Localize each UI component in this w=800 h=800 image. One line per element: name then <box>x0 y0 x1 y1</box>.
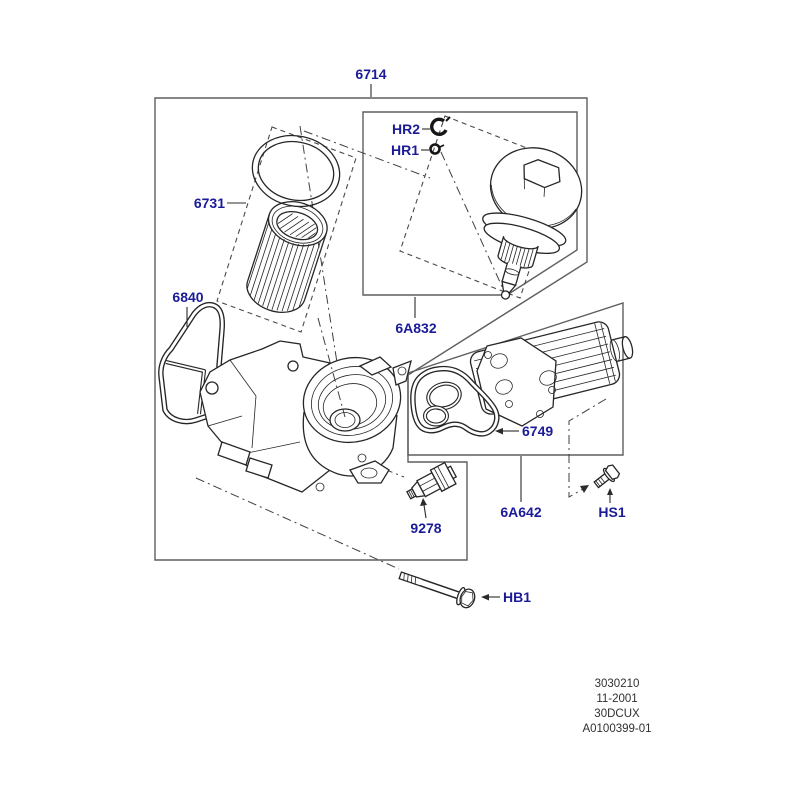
leader-hb1 <box>481 594 500 601</box>
leader-hs1 <box>607 488 613 503</box>
label-6a642: 6A642 <box>500 504 541 520</box>
oil-cooler <box>469 321 634 427</box>
housing-gasket <box>158 301 232 425</box>
cap-knurl <box>500 240 534 269</box>
footer-line-1: 3030210 <box>595 678 640 690</box>
label-6749: 6749 <box>522 423 553 439</box>
filter-dashed-outline <box>216 126 357 333</box>
oil-pressure-sensor <box>406 461 458 500</box>
label-hr1: HR1 <box>391 142 419 158</box>
cooler-spigot <box>609 336 634 363</box>
label-6731: 6731 <box>194 195 225 211</box>
label-6840: 6840 <box>172 289 203 305</box>
filter-axis-into-bore <box>317 317 346 418</box>
leader-6749 <box>495 428 519 435</box>
label-6714: 6714 <box>355 66 386 82</box>
label-hb1: HB1 <box>503 589 531 605</box>
label-9278: 9278 <box>410 520 441 536</box>
filter-to-cap-centerline <box>303 130 431 179</box>
footer-line-3: 30DCUX <box>594 708 640 720</box>
centerlines <box>195 125 505 570</box>
filter-element <box>246 201 328 313</box>
hr1-ring <box>429 143 445 155</box>
footer-reference-block: 3030210 11-2001 30DCUX A0100399-01 <box>582 678 651 735</box>
filter-oring <box>251 134 341 208</box>
cooler-screw-centerline <box>568 398 607 498</box>
hr2-clip <box>430 116 451 136</box>
cap-dashed-outline <box>399 115 566 299</box>
label-hs1: HS1 <box>598 504 625 520</box>
label-hr2: HR2 <box>392 121 420 137</box>
leader-lines <box>186 84 613 601</box>
cooler-screw <box>593 464 621 489</box>
footer-line-2: 11-2001 <box>596 693 637 705</box>
cooler-gasket <box>410 365 500 437</box>
cooler-subassembly-box <box>407 302 624 456</box>
footer-line-4: A0100399-01 <box>582 723 651 735</box>
filter-housing <box>199 340 412 493</box>
filter-pleats <box>247 221 322 312</box>
cap-subassembly-box <box>362 111 578 296</box>
leader-9278 <box>420 498 427 519</box>
bolt-centerline <box>195 477 400 570</box>
label-6a832: 6A832 <box>395 320 436 336</box>
filter-cap <box>482 147 583 300</box>
cap-axis-centerline <box>440 151 505 292</box>
main-assembly-box <box>154 97 588 561</box>
housing-bolt <box>398 571 476 609</box>
